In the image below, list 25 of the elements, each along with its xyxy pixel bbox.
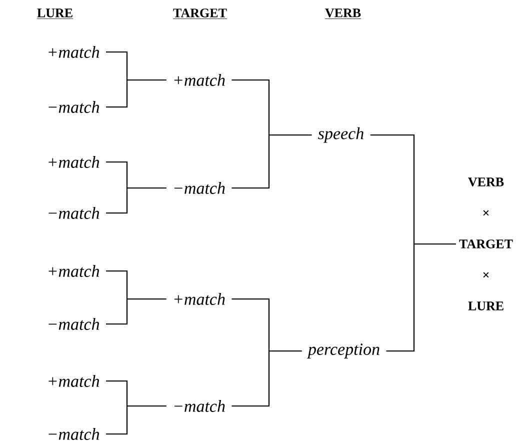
category-label: −match [48, 428, 100, 440]
column-header: TARGET [172, 8, 228, 19]
category-label: +match [48, 265, 100, 277]
category-label: +match [48, 156, 100, 168]
interaction-label: VERB × TARGET × LURE [459, 178, 513, 310]
category-label: −match [48, 101, 100, 113]
category-label: −match [48, 207, 100, 219]
bracket-line [106, 298, 166, 325]
bracket-line [386, 243, 456, 352]
bracket-line [232, 350, 302, 407]
category-label: +match [48, 46, 100, 58]
bracket-line [232, 134, 312, 189]
column-header: VERB [324, 8, 362, 19]
category-label: +match [48, 375, 100, 387]
bracket-line [106, 405, 166, 435]
category-label: −match [174, 182, 225, 194]
category-label: +match [174, 293, 225, 305]
category-label: speech [318, 127, 364, 143]
bracket-line [106, 187, 166, 214]
category-label: −match [174, 400, 225, 412]
category-label: +match [174, 74, 225, 86]
bracket-line [106, 79, 166, 108]
category-label: −match [48, 318, 100, 330]
column-header: LURE [36, 8, 74, 19]
category-label: perception [306, 344, 380, 358]
